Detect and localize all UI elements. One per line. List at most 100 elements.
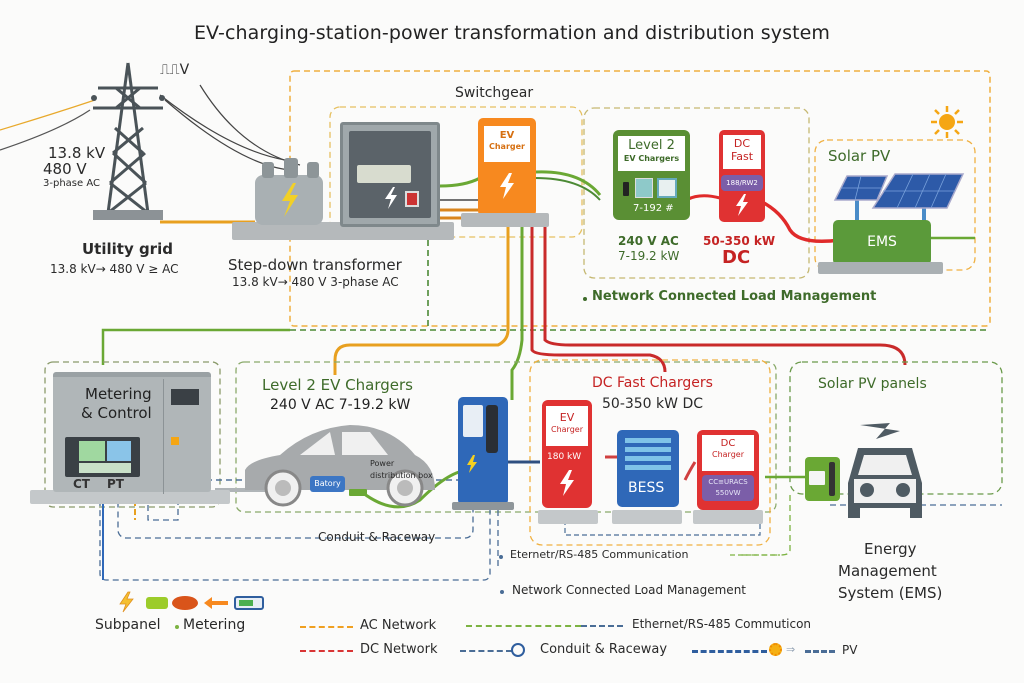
- solar-bottom-boundary: [789, 361, 1003, 495]
- power-box-line2: distribution box: [370, 471, 433, 480]
- ems-line2: Management: [838, 562, 937, 580]
- metering-orange-button[interactable]: [171, 437, 179, 445]
- ems-line3: System (EMS): [838, 584, 943, 602]
- lightning-legend-icon: [119, 591, 134, 613]
- dc-charger-line2: Charger: [712, 449, 744, 459]
- dc-ev-charger-line1: EV: [559, 411, 575, 424]
- bullet-dot: [500, 590, 504, 594]
- legend-pv-label: PV: [842, 643, 858, 657]
- bess-unit[interactable]: BESS: [617, 430, 679, 507]
- level2-card-line2: EV Chargers: [623, 153, 680, 163]
- metering-display: [65, 437, 140, 477]
- grid-phase: 3-phase AC: [43, 178, 100, 189]
- dc-fast-bottom-title: DC Fast Chargers: [592, 375, 713, 391]
- transmission-tower-icon: [88, 58, 168, 228]
- charging-post-base: [452, 502, 514, 510]
- level2-screen-b: [657, 178, 677, 198]
- ev-charger-line1: EV: [499, 130, 515, 141]
- legend-ethernet-label: Ethernet/RS-485 Commuticon: [632, 617, 812, 631]
- ems-line1: Energy: [864, 540, 917, 558]
- dc-ev-charger-power: 180 kW: [547, 452, 582, 462]
- legend-ethernet-line: [466, 625, 581, 627]
- level2-top-power: 7-19.2 kW: [618, 249, 680, 263]
- metering-label: Metering: [183, 617, 246, 633]
- dc-fast-top-type: DC: [722, 247, 751, 268]
- lightning-icon: [736, 194, 748, 216]
- dc-platform-2: [612, 510, 682, 524]
- dc-fast-bottom-boundary: [529, 359, 771, 546]
- subpanel-icon-row: [118, 591, 268, 613]
- legend-sun-icon: [769, 643, 782, 656]
- dc-platform-1: [538, 510, 598, 524]
- electric-car-icon: [240, 420, 440, 510]
- transformer-conversion: 13.8 kV→ 480 V 3-phase AC: [232, 275, 399, 289]
- ems-unit-top[interactable]: EMS: [833, 220, 931, 265]
- level2-top-voltage: 240 V AC: [618, 234, 679, 248]
- level2-charging-post[interactable]: [458, 397, 508, 505]
- switchgear-ev-charger[interactable]: EV Charger: [478, 118, 536, 216]
- level2-bottom-boundary: [235, 361, 777, 513]
- legend-pv-line: [692, 650, 767, 653]
- dc-charger-badge-line2: 550VW: [715, 489, 741, 497]
- power-distribution-connector: [349, 489, 367, 496]
- ems-platform: [818, 262, 943, 274]
- legend-dc-line: [300, 650, 353, 652]
- grid-voltage-high: 13.8 kV: [48, 144, 106, 162]
- bullet-dot: [583, 297, 587, 301]
- battery-box: Batory: [310, 476, 345, 492]
- legend-conduit-line: [460, 650, 512, 652]
- solar-bottom-title: Solar PV panels: [818, 376, 927, 392]
- utility-grid-conversion: 13.8 kV→ 480 V ≥ AC: [50, 262, 179, 276]
- ct-label: CT: [73, 477, 90, 491]
- pt-label: PT: [107, 477, 124, 491]
- dc-charger-badge: CC≡URACS 550VW: [702, 475, 754, 501]
- dc-ev-charger[interactable]: EV Charger 180 kW: [542, 400, 592, 508]
- ev-charger-base: [461, 213, 549, 227]
- dc-fast-card-line2: Fast: [730, 149, 754, 163]
- legend-panel-glyph: [805, 650, 835, 653]
- lightning-icon: [560, 470, 574, 496]
- lightning-icon: [500, 173, 514, 199]
- diagram-title: EV-charging-station-power transformation…: [193, 22, 831, 44]
- network-load-top-label: Network Connected Load Management: [592, 289, 877, 304]
- ems-controller[interactable]: [805, 457, 840, 501]
- ev-charger-line2: Charger: [488, 141, 525, 151]
- level2-bottom-title: Level 2 EV Chargers: [262, 376, 413, 394]
- conduit-connector-icon: [511, 643, 525, 657]
- metering-title-1: Metering: [85, 385, 152, 403]
- legend-arrow: ⇒: [786, 643, 796, 656]
- chargers-top-boundary: [583, 107, 810, 279]
- bess-label: BESS: [628, 480, 665, 496]
- dc-platform-3: [693, 510, 763, 524]
- ems-top-label: EMS: [867, 234, 897, 250]
- bullet-load-management: Network Connected Load Management: [512, 583, 746, 597]
- dc-fast-charger-top[interactable]: DC Fast 188/RW2: [719, 130, 765, 222]
- legend-dc-label: DC Network: [360, 642, 438, 657]
- transformer-icon: [255, 175, 323, 225]
- dc-fast-card-line1: DC: [733, 137, 751, 150]
- bullet-communication: Eternetr/RS-485 Communication: [510, 548, 689, 561]
- metering-platform: [30, 490, 230, 504]
- solar-top-title: Solar PV: [828, 147, 891, 165]
- level2-card-line1: Level 2: [628, 138, 675, 153]
- metering-side-screen: [171, 389, 199, 405]
- bullet-dot: [499, 555, 503, 559]
- bullet-dot: [175, 625, 179, 629]
- dc-ev-charger-line2: Charger: [551, 424, 583, 434]
- switchgear-cabinet: [340, 122, 440, 227]
- metering-cabinet: Metering & Control CT PT: [53, 372, 211, 494]
- level2-bottom-spec: 240 V AC 7-19.2 kW: [270, 397, 411, 413]
- wave-voltage-label: ⎍⎍V: [160, 62, 190, 78]
- legend-ac-line: [300, 626, 353, 628]
- switchgear-boundary: [329, 106, 583, 238]
- solar-panel-icon: [825, 170, 965, 230]
- level2-charger-top[interactable]: Level 2 EV Chargers 7-192 #: [613, 130, 690, 220]
- legend-ethernet-line-blue: [581, 625, 623, 627]
- metering-title-2: & Control: [81, 404, 152, 422]
- dc-charger-badge-line1: CC≡URACS: [708, 478, 748, 486]
- sun-icon: [930, 105, 964, 139]
- dc-charger[interactable]: DC Charger CC≡URACS 550VW: [697, 430, 759, 510]
- subpanel-label: Subpanel: [95, 617, 161, 633]
- level2-screen-text: 7-192 #: [633, 203, 674, 214]
- legend-ac-label: AC Network: [360, 618, 437, 633]
